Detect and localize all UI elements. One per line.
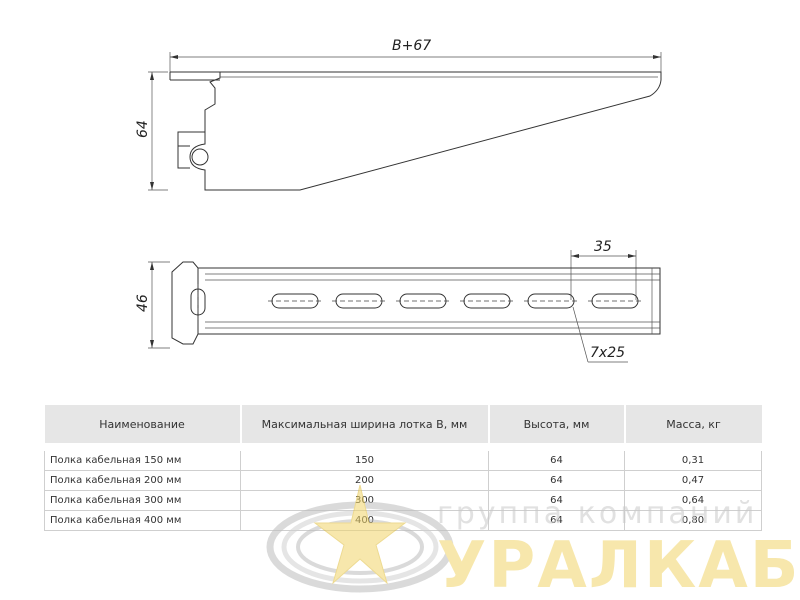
cell-height: 64 [488, 510, 625, 531]
dim-top-width: B+67 [392, 38, 431, 54]
dim-slot-pitch: 35 [594, 239, 612, 255]
cell-mass: 0,80 [624, 510, 762, 531]
dim-slot-size: 7x25 [590, 345, 625, 361]
cell-name: Полка кабельная 150 мм [44, 451, 241, 471]
table-row: Полка кабельная 300 мм 300 64 0,64 [44, 490, 762, 511]
logo-star-icon [313, 484, 407, 585]
uralkab-watermark: группа компаний УРАЛКАБ [266, 484, 800, 600]
cell-mass: 0,31 [624, 451, 762, 471]
cell-height: 64 [488, 470, 625, 491]
logo-group-text: группа компаний [437, 496, 757, 531]
cell-name: Полка кабельная 400 мм [44, 510, 241, 531]
slot-group [268, 293, 642, 309]
cell-name: Полка кабельная 200 мм [44, 470, 241, 491]
table-row: Полка кабельная 150 мм 150 64 0,31 [44, 451, 762, 471]
dim-plan-width: 46 [135, 294, 151, 312]
side-view: B+67 64 [135, 38, 662, 191]
cell-mass: 0,47 [624, 470, 762, 491]
cell-width: 150 [240, 451, 489, 471]
plan-view: 46 35 7x25 [135, 239, 661, 363]
header-mass: Масса, кг [624, 405, 762, 443]
table-row: Полка кабельная 200 мм 200 64 0,47 [44, 470, 762, 491]
header-max-width: Максимальная ширина лотка B, мм [240, 405, 490, 443]
header-height: Высота, мм [488, 405, 626, 443]
dim-height: 64 [135, 120, 151, 138]
table-header-row: Наименование Максимальная ширина лотка B… [44, 405, 762, 443]
cell-height: 64 [488, 451, 625, 471]
cell-mass: 0,64 [624, 490, 762, 511]
header-name: Наименование [44, 405, 242, 443]
cell-width: 200 [240, 470, 489, 491]
cell-height: 64 [488, 490, 625, 511]
cell-name: Полка кабельная 300 мм [44, 490, 241, 511]
spec-table: Наименование Максимальная ширина лотка B… [44, 405, 762, 531]
spec-table-wrapper: Наименование Максимальная ширина лотка B… [44, 405, 762, 531]
logo-brand-text: УРАЛКАБ [437, 529, 800, 600]
technical-drawing: B+67 64 46 35 [135, 38, 662, 363]
